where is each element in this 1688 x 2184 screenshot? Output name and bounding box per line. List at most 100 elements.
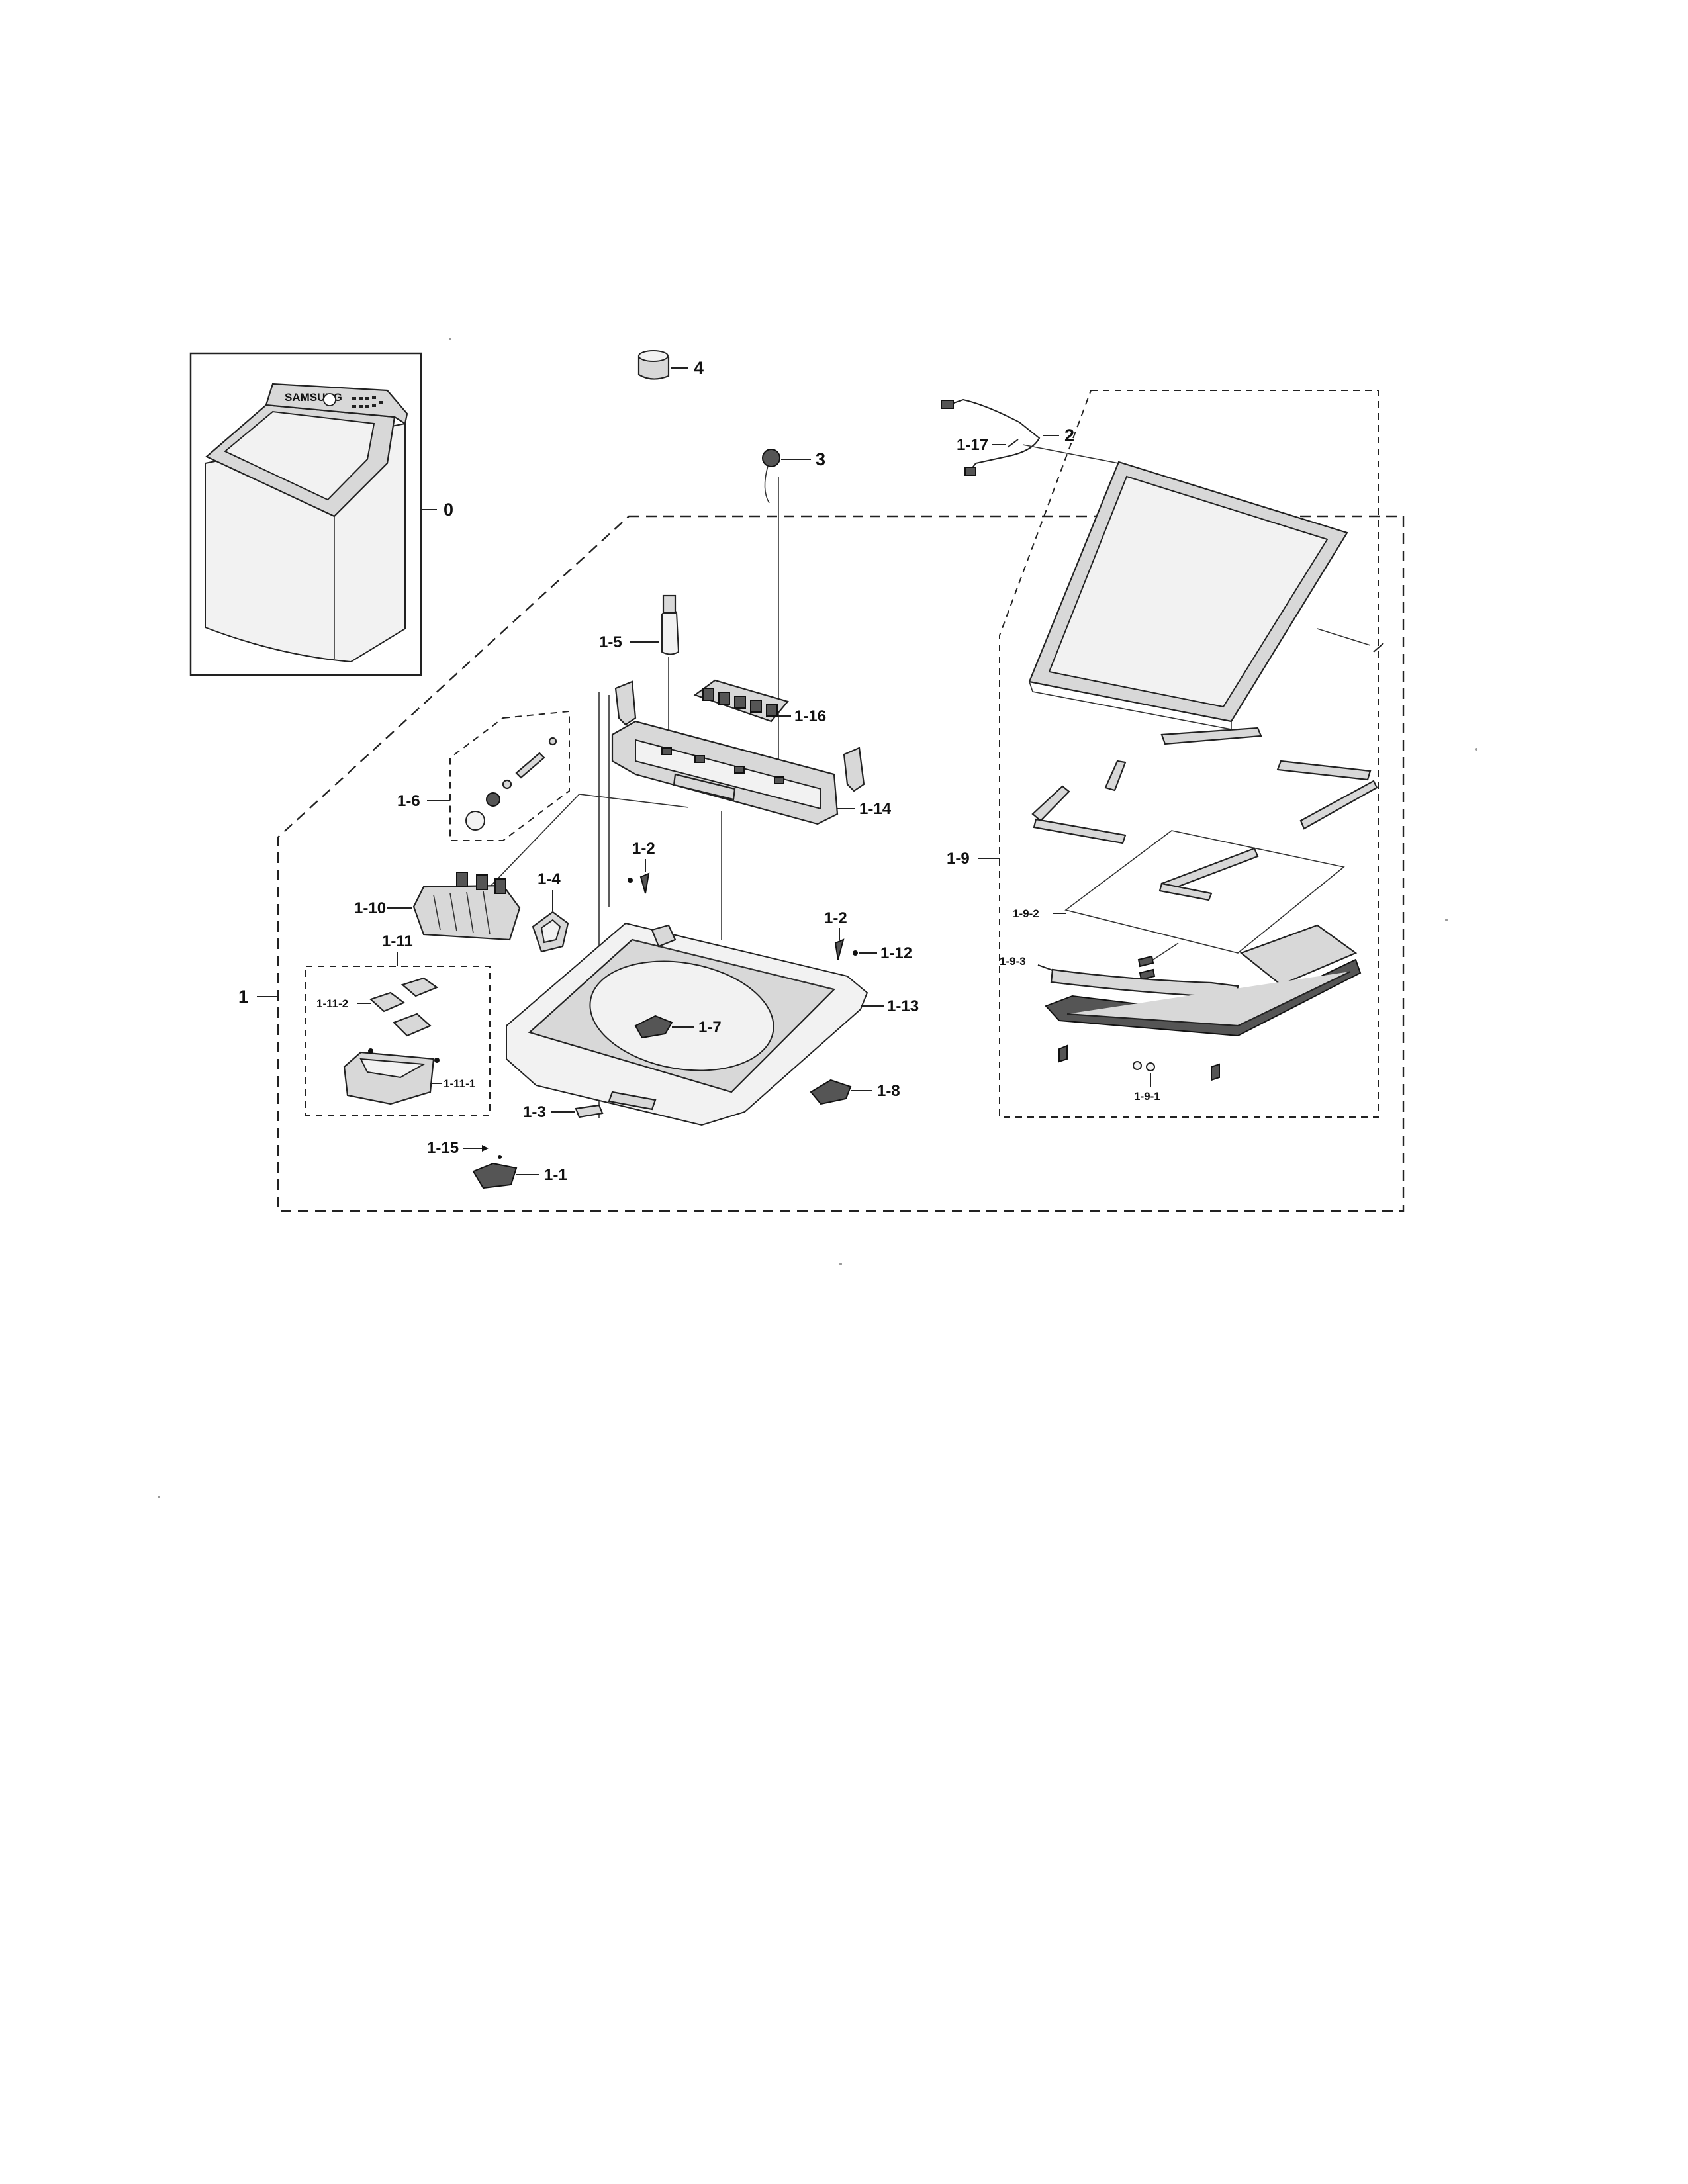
guide-1-17-b <box>1317 628 1371 646</box>
label-1-11-2: 1-11-2 <box>316 997 348 1010</box>
guide-line-to-1-10 <box>489 794 580 887</box>
part-3-wire <box>764 465 770 504</box>
label-1-6: 1-6 <box>397 792 420 810</box>
part-4-group: 4 <box>637 350 704 380</box>
part-1-10-valves <box>456 872 506 894</box>
label-1-9: 1-9 <box>947 850 970 868</box>
part-1-11-group: 1-11 1-11-2 1-11-1 <box>305 933 491 1116</box>
label-1-11-1: 1-11-1 <box>444 1077 475 1090</box>
part-1-9-lower-corner <box>1239 924 1358 986</box>
part-1-9-rail-right-upper <box>1276 760 1372 781</box>
part-1-9-bottom-trim-edge <box>1066 971 1351 1027</box>
part-1-9-2-glass <box>1064 830 1345 954</box>
part-1-9-clip-b <box>1139 968 1156 981</box>
part-1-14-bracket-left <box>614 680 637 726</box>
part-1-7-hinge <box>634 1015 673 1039</box>
part-1-3-group: 1-3 <box>523 1103 604 1121</box>
label-1-1: 1-1 <box>544 1166 567 1184</box>
part-1-9-lid-edge <box>1029 681 1232 730</box>
label-1-9-1: 1-9-1 <box>1134 1090 1160 1103</box>
part-1-5-group: 1-5 <box>599 594 680 735</box>
washer-dial <box>323 393 336 406</box>
part-1-11-1-screw-b <box>434 1058 440 1063</box>
label-0: 0 <box>444 500 453 520</box>
washer-buttons <box>352 396 383 408</box>
washer-lid-glass <box>224 410 375 501</box>
part-1-5-filter <box>661 610 680 655</box>
label-1-3: 1-3 <box>523 1103 546 1121</box>
part-1-9-clip-line <box>1152 942 1179 960</box>
part-1-13-hinge <box>651 924 677 948</box>
guide-line-diagonal <box>579 794 689 808</box>
part-1-11-2-cup <box>369 991 406 1013</box>
label-1: 1 <box>238 987 248 1007</box>
label-1-11: 1-11 <box>382 933 413 950</box>
part-1-13-rear-edge <box>632 939 835 990</box>
part-3-sensor <box>762 449 780 467</box>
part-1-11-1-drawer-inner <box>359 1058 426 1079</box>
part-1-2b-screw <box>834 938 845 960</box>
label-1-9-2: 1-9-2 <box>1013 907 1039 920</box>
part-2-harness <box>947 398 1041 472</box>
part-1-10-ribs <box>433 891 491 935</box>
part-1-9-rail-left <box>1031 785 1070 822</box>
washer-overview: SAMSUNG 0 <box>189 352 453 676</box>
part-1-9-1-cap-b <box>1146 1062 1155 1071</box>
part-2-group: 2 <box>941 398 1074 476</box>
part-1-9-foot-right <box>1211 1063 1220 1081</box>
label-3: 3 <box>816 449 825 469</box>
part-1-4-group: 1-4 <box>532 870 569 953</box>
label-1-4: 1-4 <box>538 870 561 888</box>
part-1-14-bracket-right <box>843 747 865 792</box>
label-1-10: 1-10 <box>354 899 386 917</box>
leader-1-9-3 <box>1037 964 1053 971</box>
label-1-7: 1-7 <box>698 1019 722 1036</box>
part-1-10-housing <box>412 884 521 941</box>
part-2-plug-a <box>941 400 954 409</box>
part-1-9-rail-left-upper <box>1104 760 1127 792</box>
part-1-17-pin-b <box>1373 643 1384 653</box>
part-1-9-boundary <box>999 390 1379 1118</box>
label-1-2a: 1-2 <box>632 840 655 858</box>
part-1-6-cap <box>465 811 485 831</box>
part-2-plug-b <box>964 467 976 476</box>
part-1-9-foot-left <box>1058 1044 1068 1063</box>
part-1-10-group: 1-10 <box>354 872 521 941</box>
part-1-9-rail-top <box>1160 727 1262 745</box>
part-3-group: 3 <box>762 449 825 774</box>
label-1-9-3: 1-9-3 <box>1000 955 1026 968</box>
part-1-9-rail-mid-2 <box>1158 882 1213 901</box>
part-1-6-nut <box>486 792 500 807</box>
part-1-9-1-cap-a <box>1133 1061 1142 1070</box>
part-1-9-clip-a <box>1137 955 1154 968</box>
label-1-5: 1-5 <box>599 633 622 651</box>
part-1-7-group: 1-7 <box>634 1015 722 1039</box>
part-1-1-group: 1-1 <box>472 1162 567 1189</box>
part-1-11-1-drawer <box>343 1051 435 1105</box>
label-1-17: 1-17 <box>957 436 988 454</box>
part-1-5-cap <box>662 594 677 614</box>
part-1-14-handle <box>673 773 736 801</box>
part-1-16-group: 1-16 <box>693 679 826 725</box>
part-1-14-group: 1-14 <box>489 680 892 1118</box>
part-1-6-group: 1-6 <box>397 710 570 841</box>
part-1-9-group: 1-9 1-17 1-9-2 1-9-3 <box>947 390 1384 1118</box>
leader-1-15-arrow <box>482 1145 489 1152</box>
guide-1-17-a <box>1022 444 1119 464</box>
part-1-11-cap-top <box>400 977 439 997</box>
part-1-1-lock <box>472 1162 518 1189</box>
part-1-2b-group: 1-2 1-12 <box>824 909 912 962</box>
label-4: 4 <box>694 358 704 378</box>
part-1-2a-washer <box>628 878 633 883</box>
part-1-14-detail <box>661 747 784 784</box>
washer-control-panel <box>265 383 408 425</box>
label-1-13: 1-13 <box>887 997 919 1015</box>
part-1-13-tub-well <box>589 960 774 1071</box>
part-1-2a-group: 1-2 <box>628 840 655 894</box>
part-1-9-rail-right <box>1299 780 1378 830</box>
part-1-8-hinge <box>810 1079 852 1105</box>
label-1-12: 1-12 <box>880 944 912 962</box>
part-1-6-pin <box>548 737 557 746</box>
part-1-15-group: 1-15 <box>427 1139 502 1159</box>
